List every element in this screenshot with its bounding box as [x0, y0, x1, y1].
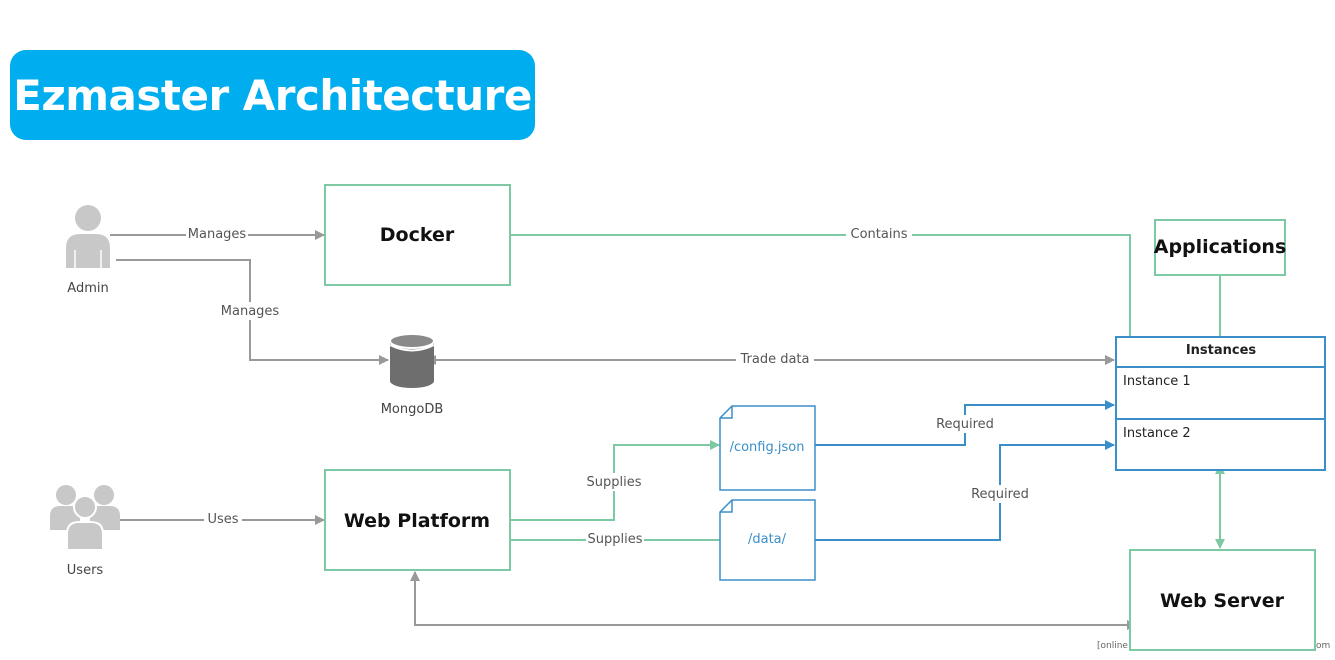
web-server-label: Web Server	[1160, 590, 1285, 612]
instances-header: Instances	[1186, 343, 1257, 358]
mongodb-label: MongoDB	[381, 402, 444, 417]
admin-label: Admin	[67, 281, 108, 296]
watermark-right: om	[1316, 641, 1330, 651]
edge-docker-contains	[510, 234, 1131, 336]
data-file-node: /data/	[719, 499, 816, 581]
watermark-left: [online	[1097, 641, 1128, 651]
edge-label-admin-docker: Manages	[188, 227, 247, 242]
instances-table: Instances Instance 1 Instance 2	[1115, 336, 1326, 471]
config-file-node: /config.json	[719, 405, 816, 491]
data-file-label: /data/	[748, 532, 787, 547]
edge-label-supplies-data: Supplies	[588, 532, 643, 547]
admin-user-icon	[66, 205, 110, 268]
edge-label-required-config: Required	[936, 417, 994, 432]
database-icon	[389, 333, 435, 388]
web-server-node: Web Server	[1129, 549, 1316, 651]
instance-row: Instance 1	[1123, 374, 1191, 389]
applications-label: Applications	[1154, 236, 1287, 258]
docker-node: Docker	[324, 184, 511, 286]
users-group-icon	[50, 485, 120, 551]
edge-label-contains: Contains	[851, 227, 908, 242]
instance-row: Instance 2	[1123, 426, 1191, 441]
edge-label-required-data: Required	[971, 487, 1029, 502]
edge-label-admin-mongodb: Manages	[221, 304, 280, 319]
web-platform-node: Web Platform	[324, 469, 511, 571]
edge-required-data	[815, 440, 1115, 541]
edge-label-supplies-config: Supplies	[587, 475, 642, 490]
edge-webserver-webplatform	[410, 571, 1137, 630]
docker-label: Docker	[380, 224, 455, 246]
web-platform-label: Web Platform	[344, 510, 490, 532]
title-banner: Ezmaster Architecture	[10, 50, 535, 140]
applications-node: Applications	[1154, 219, 1287, 276]
edge-label-trade-data: Trade data	[739, 352, 809, 367]
page-title: Ezmaster Architecture	[13, 70, 532, 120]
users-label: Users	[67, 563, 104, 578]
edge-label-uses: Uses	[207, 512, 238, 527]
config-file-label: /config.json	[730, 440, 805, 455]
